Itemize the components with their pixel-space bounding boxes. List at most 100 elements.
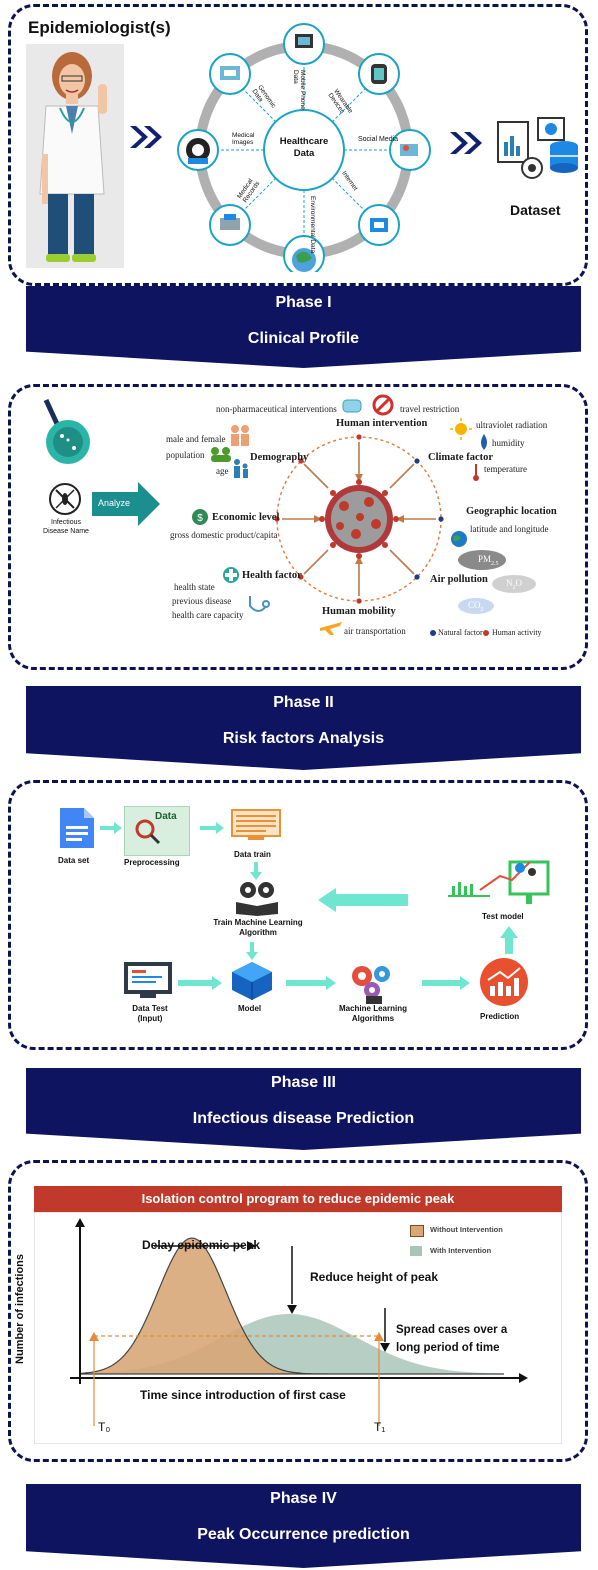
- dataset-label: Dataset: [510, 202, 561, 218]
- legend-dots: [430, 630, 489, 636]
- co2-label: CO2: [468, 600, 484, 613]
- x-axis-label: Time since introduction of first case: [140, 1388, 346, 1402]
- o-text: O: [515, 578, 523, 588]
- previous-disease-label: previous disease: [172, 596, 232, 606]
- humidity-label: humidity: [492, 438, 525, 448]
- chart-title-bar: Isolation control program to reduce epid…: [34, 1186, 562, 1212]
- phase1-panel: [8, 4, 588, 286]
- epidemiologist-label: Epidemiologist(s): [28, 18, 171, 37]
- epidemic-curve-chart: [34, 1212, 562, 1444]
- source-medical-images: Medical Images: [232, 132, 255, 146]
- legend-with-label: With Intervention: [430, 1246, 492, 1255]
- dataset-doc-icon: [60, 808, 94, 848]
- t0-label: T₀: [98, 1420, 111, 1434]
- model-label: Model: [238, 1004, 262, 1013]
- family-icon: [234, 459, 248, 478]
- pm-sub: 2.5: [491, 560, 499, 567]
- legend-without-label: Without Intervention: [430, 1225, 503, 1234]
- travel-restriction-label: travel restriction: [400, 404, 460, 414]
- air-pollution-label: Air pollution: [430, 574, 488, 585]
- n2o-label: N2O: [506, 578, 522, 591]
- source-mobile-phone: Mobile Phone Data: [292, 70, 306, 110]
- data-train-label: Data train: [234, 850, 271, 859]
- mosquito-icon: [49, 483, 81, 515]
- without-intervention-curve: [79, 1237, 504, 1375]
- phase4-banner: Phase IV Peak Occurrence prediction: [26, 1484, 581, 1568]
- prediction-icon: [480, 958, 528, 1006]
- thermometer-icon: [473, 464, 479, 481]
- dataset-step-label: Data set: [58, 856, 90, 865]
- demography-label: Demography: [250, 452, 309, 463]
- t1-marker-arrowhead: [374, 1332, 384, 1341]
- analyze-arrow: [92, 482, 160, 526]
- spread-arrow-head: [380, 1343, 390, 1352]
- people-icon: [231, 425, 249, 446]
- arrow-right-icon: [100, 822, 122, 834]
- health-state-label: health state: [174, 582, 215, 592]
- train-algo-label: Train Machine Learning Algorithm: [213, 918, 303, 937]
- arrow-right-icon: [200, 822, 224, 834]
- reduce-peak-annotation: Reduce height of peak: [310, 1270, 439, 1284]
- latlon-label: latitude and longitude: [470, 524, 549, 534]
- n-text: N: [506, 578, 513, 588]
- gears-book-icon: [236, 882, 278, 916]
- arrow-left-icon: [318, 888, 408, 912]
- t1-label: T₁: [374, 1420, 386, 1434]
- phase2-banner: Phase II Risk factors Analysis: [26, 686, 581, 770]
- risk-factor-wheel: [274, 434, 444, 604]
- arrow-right-icon: [422, 976, 470, 990]
- male-female-label: male and female: [166, 434, 226, 444]
- human-mobility-label: Human mobility: [322, 606, 396, 617]
- phase1-subtitle: Clinical Profile: [247, 330, 360, 347]
- source-social-media: Social Media: [358, 136, 399, 143]
- health-factor-label: Health factor: [242, 570, 302, 581]
- phase4-title: Phase IV: [270, 1490, 337, 1507]
- phase4-subtitle: Peak Occurrence prediction: [197, 1526, 410, 1543]
- phase2-subtitle: Risk factors Analysis: [222, 730, 385, 747]
- stethoscope-icon: [249, 596, 270, 612]
- arrow-right-icon: [178, 976, 222, 990]
- group-icon: [211, 447, 231, 462]
- delay-peak-annotation: Delay epidemic peak: [142, 1238, 261, 1252]
- healthcare-data-label: Healthcare Data: [279, 136, 329, 159]
- t0-marker-arrowhead: [89, 1332, 99, 1341]
- phase1-banner: Phase I Clinical Profile: [26, 286, 581, 368]
- temperature-label: temperature: [484, 464, 527, 474]
- legend-human-label: Human activity: [492, 628, 542, 637]
- phase3-banner: Phase III Infectious disease Prediction: [26, 1068, 581, 1150]
- data-test-icon: [124, 962, 172, 998]
- globe-icon: [451, 531, 467, 547]
- chart-title: Isolation control program to reduce epid…: [141, 1191, 455, 1206]
- disease-name-label: Infectious Disease Name: [43, 519, 89, 535]
- source-environmental: Environmental Data: [309, 196, 316, 254]
- arrow-right-icon: [286, 976, 336, 990]
- legend-natural-label: Natural factor: [438, 628, 483, 637]
- droplet-icon: [481, 434, 487, 450]
- co-sub: 2: [480, 606, 484, 613]
- phase3-subtitle: Infectious disease Prediction: [192, 1110, 415, 1127]
- phase4-panel: [8, 1160, 588, 1462]
- preprocessing-icon: Data: [124, 806, 190, 856]
- co-text: CO: [468, 600, 481, 610]
- pollution-clouds: [458, 550, 536, 614]
- x-axis-arrowhead: [519, 1373, 528, 1383]
- gdp-label: gross domestic product/capita: [170, 530, 278, 540]
- ml-algorithms-label: Machine Learning Algorithms: [338, 1004, 407, 1023]
- no-travel-icon: [372, 394, 394, 416]
- ml-algorithms-icon: [352, 966, 390, 1004]
- pm-text: PM: [478, 554, 492, 564]
- arrow-down-icon: [250, 862, 262, 880]
- preprocessing-label: Preprocessing: [124, 858, 180, 867]
- model-cube-icon: [232, 962, 272, 1000]
- sun-icon: [450, 418, 472, 440]
- uv-label: ultraviolet radiation: [476, 420, 548, 430]
- doctor-illustration: [26, 44, 124, 268]
- data-train-icon: [231, 809, 281, 840]
- chevron-right-icon: [450, 132, 482, 154]
- money-icon: $: [192, 509, 208, 525]
- human-intervention-label: Human intervention: [336, 418, 428, 429]
- chevron-right-icon: [130, 126, 162, 148]
- spread-annotation-line2: long period of time: [396, 1342, 500, 1354]
- arrow-down-icon: [246, 942, 258, 960]
- test-model-icon: [448, 860, 550, 904]
